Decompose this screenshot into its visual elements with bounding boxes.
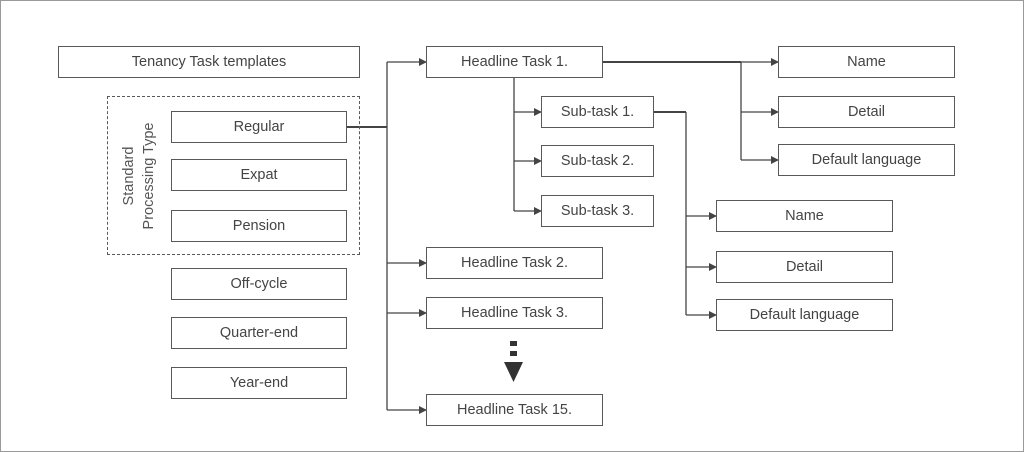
sub-task-1: Sub-task 1. (541, 96, 654, 128)
type-expat: Expat (171, 159, 347, 191)
headline-field-detail: Detail (778, 96, 955, 128)
headline-field-name: Name (778, 46, 955, 78)
type-pension: Pension (171, 210, 347, 242)
sub-task-3: Sub-task 3. (541, 195, 654, 227)
subtask-field-name: Name (716, 200, 893, 232)
type-regular: Regular (171, 111, 347, 143)
standard-processing-label: Standard Processing Type (121, 122, 157, 230)
tenancy-templates-box: Tenancy Task templates (58, 46, 360, 78)
headline-task-15: Headline Task 15. (426, 394, 603, 426)
headline-task-1: Headline Task 1. (426, 46, 603, 78)
subtask-field-default-language: Default language (716, 299, 893, 331)
type-year-end: Year-end (171, 367, 347, 399)
headline-task-3: Headline Task 3. (426, 297, 603, 329)
subtask-field-detail: Detail (716, 251, 893, 283)
tenancy-templates-label: Tenancy Task templates (131, 54, 287, 70)
headline-field-default-language: Default language (778, 144, 955, 176)
standard-processing-group (107, 96, 360, 255)
continuation-arrow (504, 341, 523, 382)
type-off-cycle: Off-cycle (171, 268, 347, 300)
type-quarter-end: Quarter-end (171, 317, 347, 349)
headline-task-2: Headline Task 2. (426, 247, 603, 279)
sub-task-2: Sub-task 2. (541, 145, 654, 177)
